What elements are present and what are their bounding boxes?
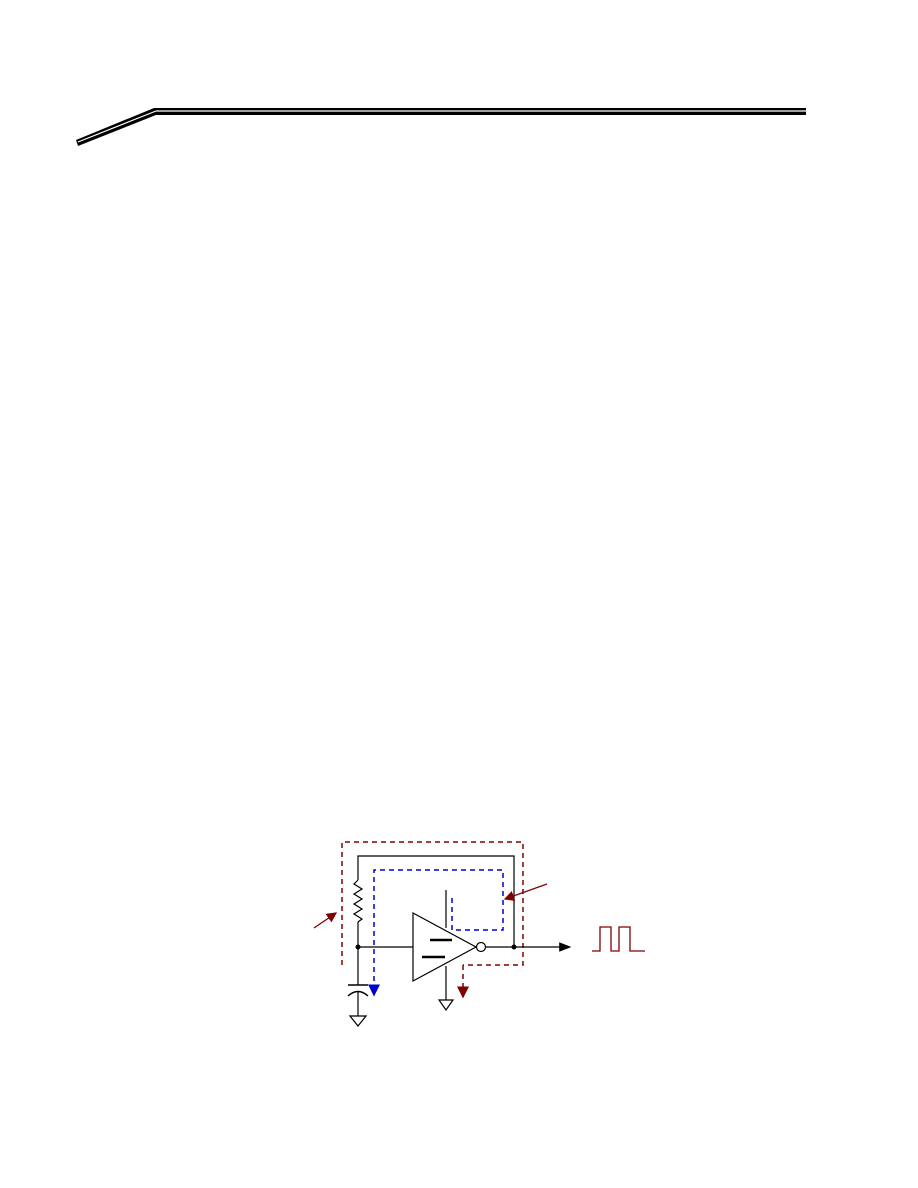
feedback-wire xyxy=(357,855,515,947)
schmitt-trigger-inverter-icon xyxy=(412,911,487,983)
resistor-icon xyxy=(352,879,364,923)
feedback-path-box xyxy=(341,841,524,966)
pointer-arrow-left xyxy=(313,912,338,929)
page-header-rule xyxy=(76,108,806,146)
header-rule-highlight xyxy=(77,110,157,143)
ground-icon-gate xyxy=(437,999,455,1012)
output-junction-dot xyxy=(511,944,517,950)
ground-icon xyxy=(348,1015,368,1027)
square-wave-icon xyxy=(592,926,645,952)
current-path-blue xyxy=(368,869,504,997)
capacitor-icon xyxy=(347,984,369,1016)
header-rule-shape xyxy=(76,108,806,146)
oscillator-schematic xyxy=(313,841,645,1027)
pointer-arrow-right xyxy=(503,883,548,901)
